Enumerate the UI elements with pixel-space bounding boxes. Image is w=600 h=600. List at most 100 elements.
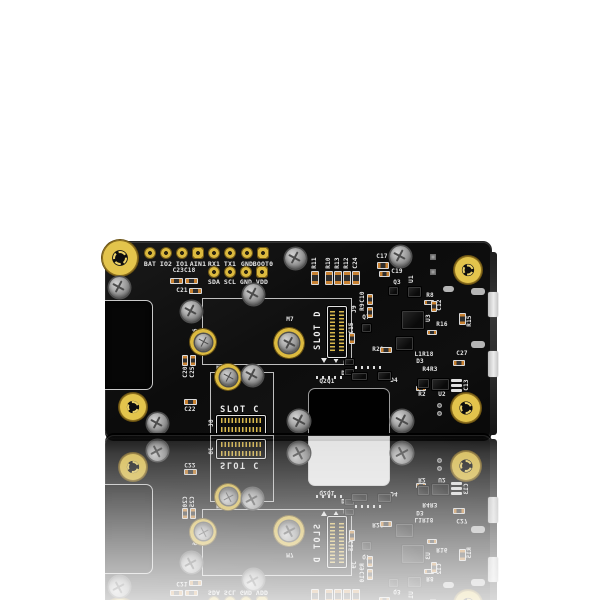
resistor-array-bar — [451, 487, 462, 490]
silkscreen-label-m11: M11 — [216, 502, 228, 509]
silkscreen-label-c19: C19 — [391, 268, 403, 275]
smd-capacitor — [190, 508, 196, 519]
silkscreen-label-c10: C10 — [359, 571, 366, 583]
screw — [108, 276, 130, 298]
header-pad-io1 — [177, 248, 187, 258]
mount-hole — [119, 453, 147, 481]
smd-capacitor — [352, 271, 360, 285]
mount-hole-bore — [460, 402, 472, 414]
silkscreen-label-r15: R15 — [466, 547, 473, 559]
screw — [284, 247, 306, 269]
smd-capacitor — [459, 313, 466, 325]
mount-hole — [454, 256, 482, 284]
screw — [288, 442, 310, 464]
screw — [146, 440, 168, 462]
silkscreen-label-l1r18: L1R18 — [414, 351, 434, 358]
silkscreen-label-c22: C22 — [184, 461, 196, 468]
silkscreen-label-c21: C21 — [176, 580, 188, 587]
silkscreen-label-c12: C12 — [436, 563, 443, 575]
test-point — [437, 458, 442, 463]
slot-label-slot-c: SLOT C — [220, 404, 260, 415]
pin1-triangle — [333, 358, 339, 363]
smd-ic — [418, 379, 429, 388]
silkscreen-label-q2q1: Q2Q1 — [319, 489, 335, 496]
silkscreen-label-d3: D3 — [416, 509, 424, 516]
silkscreen-label-d7: D7 — [343, 507, 351, 514]
screw — [241, 488, 263, 510]
silkscreen-label-c13: C13 — [463, 483, 470, 495]
bottom-notch-cutout — [308, 436, 390, 486]
silkscreen-label-c15: C15 — [348, 322, 355, 334]
pin-label-vdd: VDD — [255, 277, 269, 286]
resistor-array-bar — [451, 389, 462, 392]
slot-c-connector-pins — [221, 442, 261, 456]
smd-ic — [432, 484, 449, 495]
silkscreen-label-r20: R20 — [372, 346, 384, 353]
smd-capacitor — [343, 589, 351, 600]
fiducial — [430, 254, 436, 260]
pin-label-scl: SCL — [223, 588, 237, 597]
screw — [146, 412, 168, 434]
paste-pad — [471, 526, 485, 533]
pin-label-sda: SDA — [207, 588, 221, 597]
smd-capacitor — [424, 300, 434, 305]
silkscreen-label-r13: R13 — [334, 257, 341, 269]
smd-capacitor — [334, 271, 342, 285]
silkscreen-label-q7: Q7 — [362, 314, 370, 321]
test-point — [437, 411, 442, 416]
screw — [194, 523, 212, 541]
smd-ic — [352, 373, 367, 380]
silkscreen-label-r11: R11 — [311, 257, 318, 269]
silkscreen-label-m16: M16 — [192, 328, 199, 340]
smd-ic — [362, 324, 371, 332]
pcb-board — [105, 241, 492, 439]
smd-capacitor — [367, 556, 373, 567]
screw — [391, 410, 413, 432]
pin-label-io2: IO2 — [159, 259, 173, 268]
mount-hole — [454, 590, 482, 600]
gold-screw-ring — [274, 516, 304, 546]
smd-capacitor — [182, 508, 188, 519]
tick-marks — [316, 376, 342, 379]
screw — [194, 333, 212, 351]
silkscreen-label-c25: C25 — [189, 366, 196, 378]
fiducial — [430, 269, 436, 275]
silkscreen-label-c10: C10 — [359, 291, 366, 303]
pcb-board-layer: BATIO2IO1AIN1RX1TX1GNDBOOT0SDASCLGNDVDDC… — [0, 274, 600, 600]
board-side-strip — [490, 252, 497, 435]
smd-ic — [389, 579, 398, 587]
header-pad-ain1 — [193, 248, 203, 258]
smd-capacitor — [170, 278, 183, 284]
smd-capacitor — [416, 386, 426, 391]
silkscreen-label-d7: D7 — [343, 360, 351, 367]
silkscreen-label-c22: C22 — [184, 406, 196, 413]
header-pad-tx1 — [225, 248, 235, 258]
smd-capacitor — [380, 521, 392, 527]
paste-pad — [443, 286, 454, 292]
tick-marks — [355, 366, 381, 369]
pin-label-scl: SCL — [223, 277, 237, 286]
silkscreen-label-r10: R10 — [325, 257, 332, 269]
test-point — [437, 403, 442, 408]
silkscreen-label-r4r3: R4R3 — [422, 501, 438, 508]
silkscreen-label-d2: D2 — [341, 497, 349, 504]
smd-capacitor — [367, 307, 373, 318]
silkscreen-label-c20: C20 — [182, 366, 189, 378]
screw — [242, 283, 264, 305]
slot-c-outline — [210, 435, 274, 502]
slot-label-slot-d: SLOT D — [312, 310, 323, 350]
silkscreen-label-u1: U1 — [408, 591, 415, 599]
smd-ic — [396, 337, 413, 350]
screw — [108, 576, 130, 598]
smd-capacitor — [334, 589, 342, 600]
gold-screw-ring — [190, 329, 216, 355]
smd-capacitor — [352, 589, 360, 600]
slot-d-connector — [327, 516, 347, 568]
smd-ic — [389, 287, 398, 295]
smd-ic — [345, 509, 354, 515]
slot-d-outline — [202, 509, 352, 576]
slot-c-connector — [216, 415, 266, 435]
screw — [279, 333, 299, 353]
